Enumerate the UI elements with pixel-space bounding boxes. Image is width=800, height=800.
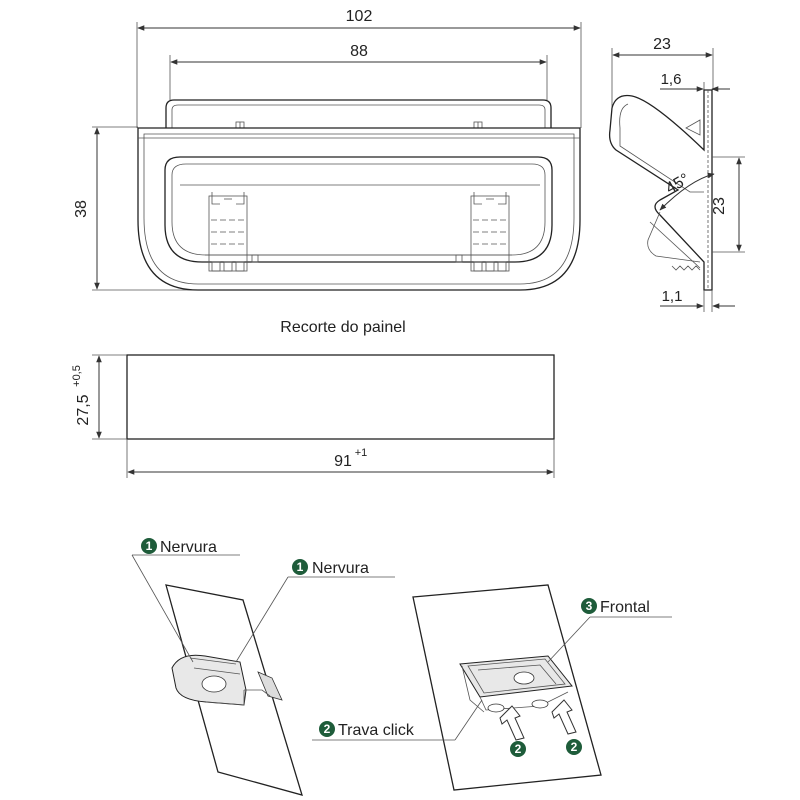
svg-text:2: 2	[515, 742, 522, 756]
dim-cutout-width: 91 +1	[127, 447, 554, 475]
svg-text:1: 1	[146, 539, 153, 553]
svg-text:Nervura: Nervura	[312, 560, 369, 577]
svg-text:Trava click: Trava click	[338, 722, 415, 739]
left-latch	[208, 192, 259, 272]
svg-text:45°: 45°	[663, 171, 692, 198]
dim-overall-width: 102	[137, 8, 581, 31]
callout-nervura-left: 1 Nervura	[141, 538, 217, 556]
svg-text:2: 2	[571, 740, 578, 754]
badge-1	[141, 538, 157, 554]
panel-cutout-title: Recorte do painel	[280, 319, 405, 336]
svg-text:3: 3	[586, 599, 593, 613]
svg-text:102: 102	[346, 8, 373, 25]
svg-text:23: 23	[711, 197, 728, 215]
right-latch	[455, 192, 510, 272]
dim-inner-height: 23	[711, 157, 742, 252]
badge-2	[566, 739, 582, 755]
svg-text:1,1: 1,1	[662, 288, 683, 305]
installation-step-right	[312, 584, 672, 791]
callout-trava-click: 2 Trava click	[319, 721, 415, 739]
badge-3	[581, 598, 597, 614]
front-view: 102 88 38	[73, 8, 582, 291]
svg-text:88: 88	[350, 43, 368, 60]
callout-push-right: 2	[566, 739, 582, 755]
dim-cutout-height: 27,5 +0,5	[71, 355, 102, 439]
svg-text:38: 38	[73, 200, 90, 218]
badge-1	[292, 559, 308, 575]
dim-depth: 23	[612, 36, 713, 58]
svg-text:23: 23	[653, 36, 671, 53]
panel-cutout: Recorte do painel 27,5 +0,5 91 +1	[71, 319, 555, 478]
callout-frontal: 3 Frontal	[581, 598, 650, 616]
svg-text:91: 91	[334, 453, 352, 470]
dim-inner-width: 88	[170, 43, 547, 65]
dim-height: 38	[73, 126, 200, 291]
installation-step-left	[131, 554, 395, 796]
svg-text:Frontal: Frontal	[600, 599, 650, 616]
svg-text:1,6: 1,6	[661, 71, 682, 88]
svg-text:27,5: 27,5	[75, 394, 92, 425]
dim-base: 1,1	[660, 288, 735, 312]
svg-text:2: 2	[324, 722, 331, 736]
callout-push-left: 2	[510, 741, 526, 757]
badge-2	[510, 741, 526, 757]
svg-text:+1: +1	[355, 447, 368, 459]
badge-2	[319, 721, 335, 737]
callout-nervura-right: 1 Nervura	[292, 559, 369, 577]
svg-text:Nervura: Nervura	[160, 539, 217, 556]
svg-text:1: 1	[297, 560, 304, 574]
cutout-rectangle	[126, 354, 555, 440]
svg-text:+0,5: +0,5	[71, 365, 83, 387]
dim-flange: 1,6	[660, 71, 730, 120]
side-view: 23 1,6 45° 23	[608, 36, 745, 312]
